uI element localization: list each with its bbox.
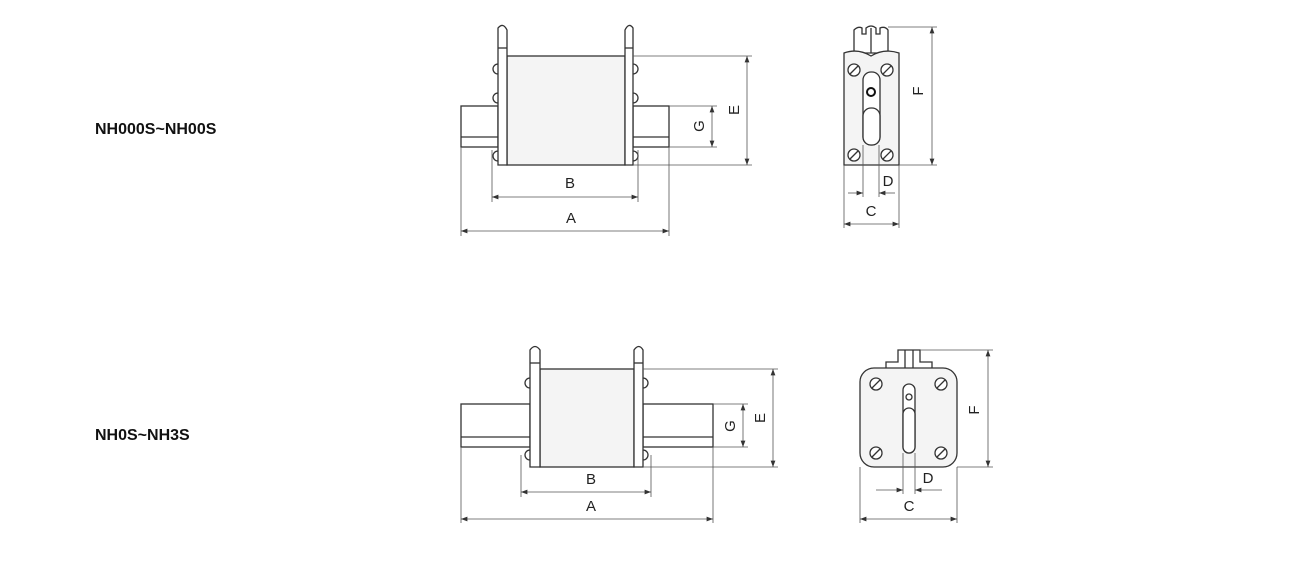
dim-label-g: G — [691, 120, 708, 132]
model-label-nh000s-nh00s: NH000S~NH00S — [95, 121, 217, 138]
dim-label-g: G — [722, 420, 739, 432]
dim-label-f: F — [910, 86, 927, 95]
front-view-large-fuse: B A G E — [460, 345, 778, 523]
dim-label-d: D — [883, 173, 894, 190]
dim-label-b: B — [565, 175, 575, 192]
dim-label-c: C — [904, 498, 915, 515]
dim-label-e: E — [752, 413, 769, 423]
front-view-small-fuse: B A G E — [460, 24, 752, 236]
dim-label-d: D — [923, 470, 934, 487]
dim-label-e: E — [726, 105, 743, 115]
side-view-large-fuse: F D C — [859, 349, 993, 523]
side-view-small-fuse: F D C — [843, 25, 937, 228]
dim-label-c: C — [866, 203, 877, 220]
dim-label-a: A — [586, 498, 596, 515]
dim-label-f: F — [966, 405, 983, 414]
dim-label-b: B — [586, 471, 596, 488]
dim-label-a: A — [566, 210, 576, 227]
model-label-nh0s-nh3s: NH0S~NH3S — [95, 427, 190, 444]
